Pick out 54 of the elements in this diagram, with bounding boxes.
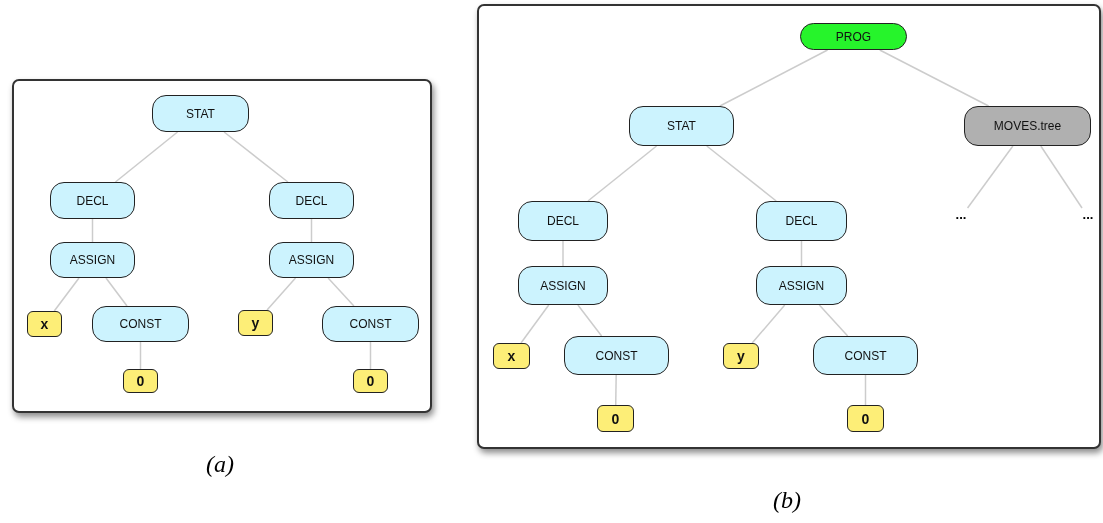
tree-edge	[706, 145, 777, 202]
tree-node: CONST	[92, 306, 189, 342]
leaf-node: x	[493, 343, 530, 369]
tree-node: DECL	[50, 182, 135, 219]
tree-edge	[818, 304, 849, 337]
tree-node: DECL	[518, 201, 608, 241]
tree-node: DECL	[756, 201, 847, 241]
leaf-node: y	[238, 310, 273, 336]
leaf-node: x	[27, 311, 62, 337]
leaf-node: 0	[353, 369, 388, 393]
tree-edge	[719, 49, 829, 107]
tree-node: ASSIGN	[50, 242, 135, 278]
tree-edge	[614, 374, 617, 406]
tree-edge	[562, 240, 564, 267]
tree-edge	[587, 145, 658, 202]
tree-edge	[751, 304, 786, 344]
tree-node: CONST	[322, 306, 419, 342]
tree-edge	[879, 49, 990, 107]
leaf-node: 0	[847, 405, 884, 432]
leaf-node: 0	[123, 369, 158, 393]
tree-edge	[91, 218, 94, 243]
leaf-node: y	[723, 343, 759, 369]
tree-node: MOVES.tree	[964, 106, 1091, 146]
tree-edge	[53, 277, 80, 312]
tree-node: ASSIGN	[756, 266, 847, 305]
tree-edge	[139, 341, 142, 370]
tree-panel	[12, 79, 432, 413]
tree-node: ASSIGN	[518, 266, 608, 305]
tree-node: CONST	[564, 336, 669, 375]
tree-edge	[966, 145, 1014, 209]
tree-edge	[223, 131, 289, 183]
tree-edge	[327, 277, 355, 307]
tree-edge	[114, 131, 179, 183]
tree-node: STAT	[629, 106, 734, 146]
ellipsis-text: ...	[1076, 208, 1100, 226]
tree-node: STAT	[152, 95, 249, 132]
panel-caption: (b)	[773, 487, 801, 514]
tree-edge	[369, 341, 372, 370]
tree-edge	[864, 374, 867, 406]
tree-edge	[266, 277, 297, 311]
tree-node: CONST	[813, 336, 918, 375]
tree-node: PROG	[800, 23, 907, 50]
tree-edge	[105, 277, 128, 307]
leaf-node: 0	[597, 405, 634, 432]
tree-panel	[477, 4, 1101, 449]
tree-node: DECL	[269, 182, 354, 219]
panel-caption: (a)	[206, 451, 234, 478]
tree-node: ASSIGN	[269, 242, 354, 278]
tree-edge	[577, 304, 603, 337]
tree-edge	[520, 304, 550, 344]
tree-edge	[310, 218, 313, 243]
tree-edge	[1040, 145, 1083, 209]
tree-edge	[800, 240, 803, 267]
ellipsis-text: ...	[948, 208, 974, 226]
